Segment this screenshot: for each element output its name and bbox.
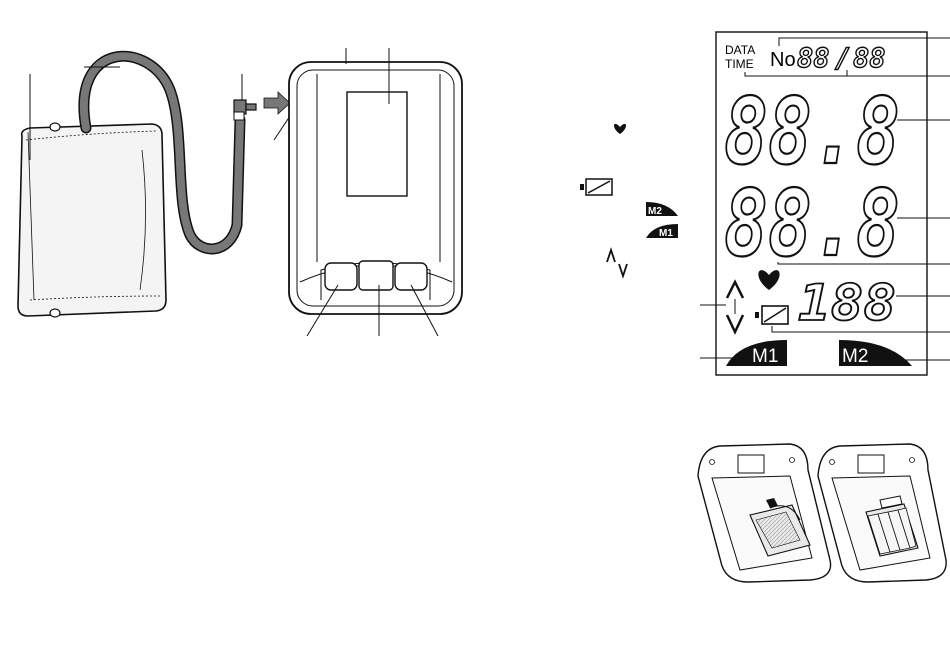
heart-icon bbox=[614, 124, 626, 134]
battery-compartment-with-batteries bbox=[818, 444, 946, 582]
lcd-diagram: DATA TIME No. 88 / 88 88.8 88.8 188 M1 M… bbox=[716, 32, 927, 375]
svg-text:M2: M2 bbox=[648, 206, 662, 217]
lcd-pulse-digits: 188 bbox=[798, 274, 896, 332]
svg-text:M2: M2 bbox=[842, 346, 868, 367]
start-button bbox=[359, 261, 393, 290]
lcd-diastolic-digits: 88.8 bbox=[724, 170, 900, 277]
arm-cuff bbox=[18, 123, 166, 317]
lcd-data-label: DATA bbox=[725, 43, 755, 57]
svg-text:M1: M1 bbox=[752, 346, 778, 367]
monitor-lcd-window bbox=[347, 92, 407, 196]
lcd-time-label: TIME bbox=[725, 57, 754, 71]
lcd-slash: / bbox=[835, 43, 851, 74]
svg-text:M1: M1 bbox=[659, 228, 673, 239]
memory-button-left bbox=[325, 263, 357, 290]
battery-icon bbox=[580, 179, 612, 195]
battery-compartment-open bbox=[698, 444, 831, 582]
lcd-systolic-digits: 88.8 bbox=[724, 78, 900, 185]
irregular-arrows-icon bbox=[607, 250, 627, 276]
memory-m2-badge-icon: M2 bbox=[646, 202, 678, 217]
lcd-number-right: 88 bbox=[853, 43, 886, 74]
memory-m1-badge-icon: M1 bbox=[646, 224, 678, 239]
insert-arrow-icon bbox=[264, 92, 290, 114]
air-plug bbox=[234, 100, 256, 120]
lcd-number-left: 88 bbox=[797, 43, 830, 74]
